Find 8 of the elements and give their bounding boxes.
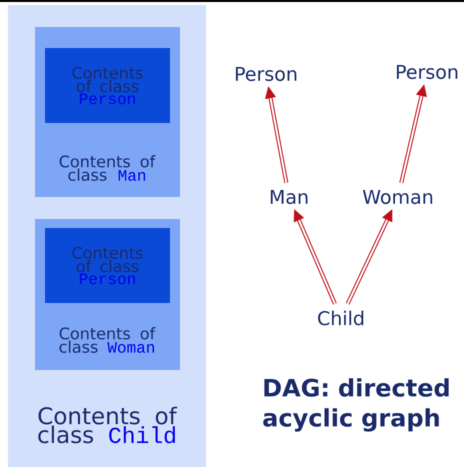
class-name: Child bbox=[318, 310, 364, 326]
note-text: DAG: directed acyclic graph bbox=[263, 378, 449, 432]
class-name: Man bbox=[270, 190, 308, 204]
inner-class-box: Contents of class Person bbox=[45, 48, 170, 123]
class-name: Person bbox=[236, 66, 296, 82]
inner-class-box: Contents of class Person bbox=[45, 228, 170, 303]
class-name: Person bbox=[396, 64, 458, 80]
class-name: Woman bbox=[362, 190, 432, 204]
